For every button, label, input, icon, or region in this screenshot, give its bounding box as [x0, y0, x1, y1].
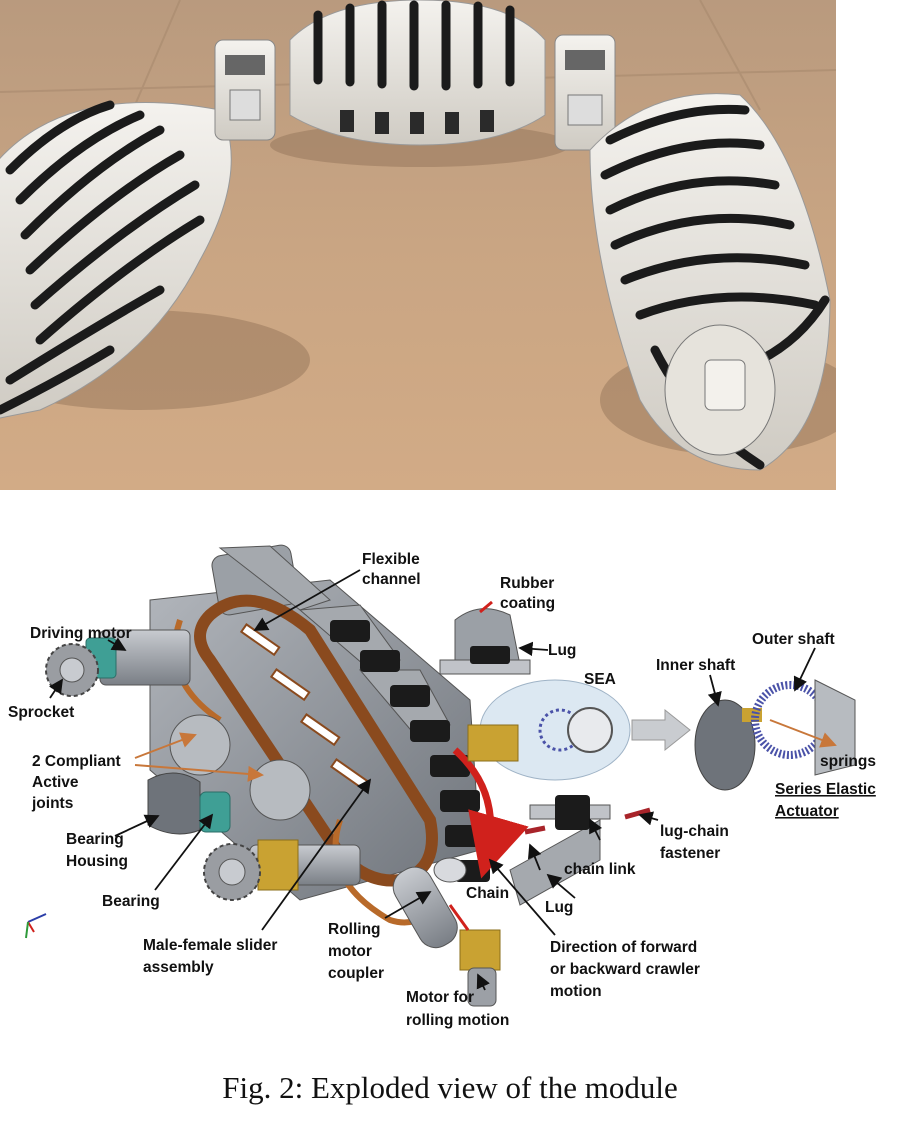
compliant-joint-disk-2 — [249, 759, 311, 821]
label-direction-1: Direction of forward — [550, 939, 697, 956]
sea-detail — [694, 679, 856, 791]
label-sea-full-2: Actuator — [775, 803, 839, 820]
label-sea: SEA — [584, 671, 616, 688]
center-module-motors — [340, 110, 494, 134]
label-rolling-3: coupler — [328, 965, 384, 982]
label-springs: springs — [820, 753, 876, 770]
label-lug-top: Lug — [548, 642, 576, 659]
label-direction-2: or backward crawler — [550, 961, 700, 978]
exploded-lower-lug — [509, 795, 651, 906]
label-lug-chain-2: fastener — [660, 845, 720, 862]
label-slider-2: assembly — [143, 959, 214, 976]
label-sea-full-1: Series Elastic — [775, 781, 876, 798]
center-module — [289, 0, 546, 146]
sea-detail-arrow — [631, 708, 691, 752]
sea-parts — [467, 707, 613, 762]
label-bearing-housing-1: Bearing — [66, 831, 124, 848]
lug-upper — [218, 545, 331, 611]
label-outer-shaft: Outer shaft — [752, 631, 835, 648]
label-slider-1: Male-female slider — [143, 937, 277, 954]
left-module-tracks — [0, 100, 205, 415]
label-chain: Chain — [466, 885, 509, 902]
robot-photo — [0, 0, 836, 490]
label-rubber: Rubber — [500, 575, 554, 592]
exploded-diagram: Flexible channel Rubber coating Driving … — [8, 544, 876, 1029]
figure-caption: Fig. 2: Exploded view of the module — [222, 1070, 678, 1105]
label-flexible: Flexible — [362, 551, 420, 568]
left-module — [0, 100, 232, 419]
axes-triad — [25, 913, 47, 939]
right-joint — [554, 34, 616, 151]
label-compliant-2: Active — [32, 774, 79, 791]
compliant-joint-disk-1 — [169, 714, 231, 776]
leader-lines-orange — [134, 719, 837, 782]
label-compliant-1: 2 Compliant — [32, 753, 121, 770]
label-sprocket: Sprocket — [8, 704, 74, 721]
label-inner-shaft: Inner shaft — [656, 657, 735, 674]
label-chain-link: chain link — [564, 861, 636, 878]
inner-shaft-disk — [694, 699, 756, 791]
rolling-motor-coupler — [392, 857, 467, 949]
label-lug-chain-1: lug-chain — [660, 823, 729, 840]
right-module-tracks — [600, 104, 830, 470]
label-direction-3: motion — [550, 983, 602, 1000]
label-channel: channel — [362, 571, 421, 588]
label-motor-roll-2: rolling motion — [406, 1012, 509, 1029]
label-bearing: Bearing — [102, 893, 160, 910]
label-lug-bottom: Lug — [545, 899, 573, 916]
crawler-direction-arrow — [452, 747, 529, 879]
leader-lines — [49, 569, 816, 991]
outer-shaft-plate — [814, 679, 856, 776]
label-driving-motor: Driving motor — [30, 625, 132, 642]
label-motor-roll-1: Motor for — [406, 989, 474, 1006]
lower-drive-assembly — [203, 839, 361, 901]
label-coating: coating — [500, 595, 555, 612]
label-compliant-3: joints — [31, 795, 73, 812]
center-module-tracks — [313, 0, 515, 91]
exploded-lug-top — [439, 600, 531, 675]
left-joint — [214, 39, 276, 141]
label-bearing-housing-2: Housing — [66, 853, 128, 870]
right-module — [589, 93, 831, 471]
bearing-housing — [147, 772, 231, 835]
label-rolling-2: motor — [328, 943, 372, 960]
label-rolling-1: Rolling — [328, 921, 381, 938]
